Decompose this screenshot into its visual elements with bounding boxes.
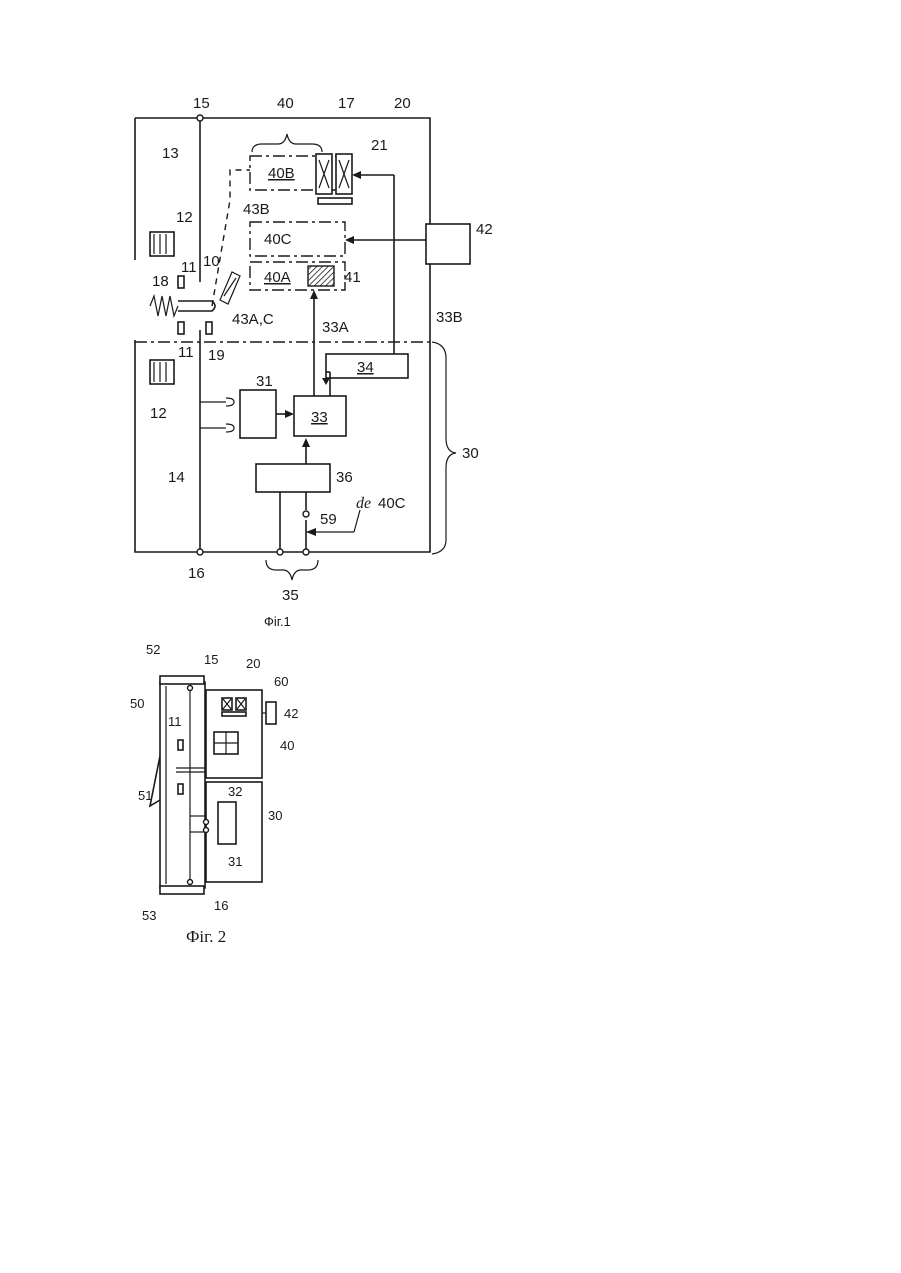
label-31-fig2: 31 (228, 854, 242, 869)
cap-53 (160, 886, 204, 894)
label-10: 10 (203, 253, 220, 270)
label-43AC: 43A,C (232, 311, 274, 328)
spring-18 (150, 296, 178, 316)
connector-32 (204, 820, 209, 825)
block-36 (256, 464, 330, 492)
block-31 (240, 390, 276, 438)
label-15-fig2: 15 (204, 652, 218, 667)
contact-11-lower (178, 322, 184, 334)
label-de-40C: 40C (378, 495, 406, 512)
contact-19 (206, 322, 212, 334)
cap-52 (160, 676, 204, 684)
label-33B: 33B (436, 309, 463, 326)
label-60: 60 (274, 674, 288, 689)
label-16: 16 (188, 565, 205, 582)
label-50: 50 (130, 696, 144, 711)
label-40B: 40B (268, 165, 295, 182)
label-51: 51 (138, 788, 152, 803)
label-11a: 11 (181, 259, 197, 276)
label-41: 41 (344, 269, 361, 286)
label-52: 52 (146, 642, 160, 657)
label-13: 13 (162, 145, 179, 162)
brace-40 (252, 134, 322, 152)
label-59: 59 (320, 511, 337, 528)
terminal-16 (197, 549, 203, 555)
label-15: 15 (193, 95, 210, 112)
figure-1: 15 40 17 20 21 13 40B 43B 42 12 40C 11 1… (135, 95, 493, 629)
label-33: 33 (311, 409, 328, 426)
label-42: 42 (476, 221, 493, 238)
block-42-fig2 (266, 702, 276, 724)
label-32: 32 (228, 784, 242, 799)
label-43B: 43B (243, 201, 270, 218)
label-42-fig2: 42 (284, 706, 298, 721)
label-35: 35 (282, 587, 299, 604)
block-42 (426, 224, 470, 264)
label-40C: 40C (264, 231, 292, 248)
caption-fig2: Фіг. 2 (186, 927, 226, 946)
label-40A: 40A (264, 269, 291, 286)
element-41 (308, 266, 334, 286)
label-36: 36 (336, 469, 353, 486)
label-21: 21 (371, 137, 388, 154)
label-12b: 12 (150, 405, 167, 422)
label-19: 19 (208, 347, 225, 364)
label-30: 30 (462, 445, 479, 462)
figure-2: 52 15 20 60 50 42 11 40 51 32 30 31 53 1… (130, 642, 298, 946)
label-20-fig2: 20 (246, 656, 260, 671)
brace-30 (432, 342, 456, 554)
label-18: 18 (152, 273, 169, 290)
label-14: 14 (168, 469, 185, 486)
armature (318, 198, 352, 204)
moving-contact (178, 301, 215, 311)
caption-fig1: Фіг.1 (264, 614, 291, 629)
label-33A: 33A (322, 319, 349, 336)
label-11b: 11 (178, 344, 194, 361)
label-40: 40 (277, 95, 294, 112)
brace-35 (266, 560, 318, 580)
label-12a: 12 (176, 209, 193, 226)
label-31: 31 (256, 373, 273, 390)
contact-11-upper (178, 276, 184, 288)
label-30-fig2: 30 (268, 808, 282, 823)
label-34: 34 (357, 359, 374, 376)
label-16-fig2: 16 (214, 898, 228, 913)
label-20: 20 (394, 95, 411, 112)
label-11-fig2: 11 (168, 714, 182, 729)
label-de: de (356, 495, 371, 512)
terminal-15 (197, 115, 203, 121)
block-31-fig2 (218, 802, 236, 844)
label-53: 53 (142, 908, 156, 923)
label-17: 17 (338, 95, 355, 112)
label-40-fig2: 40 (280, 738, 294, 753)
